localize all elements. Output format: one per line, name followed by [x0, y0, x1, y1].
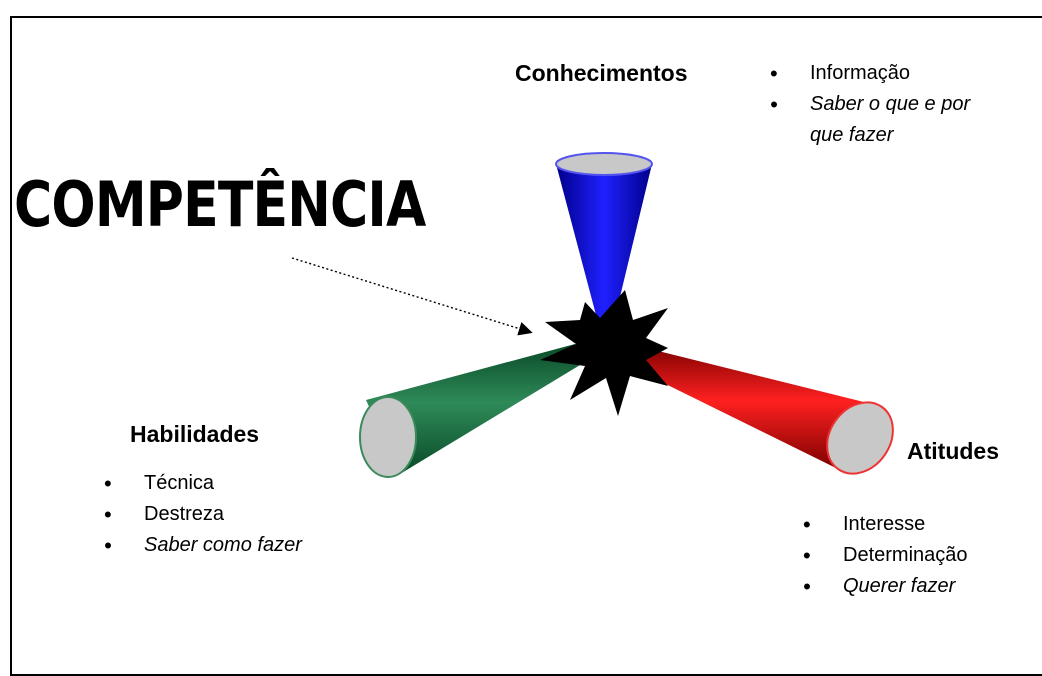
knowledge-heading: Conhecimentos — [515, 60, 688, 86]
starburst-icon — [540, 290, 668, 416]
list-item: Interesse — [803, 509, 968, 540]
attitudes-list: Interesse Determinação Querer fazer — [803, 509, 968, 602]
knowledge-list: Informação Saber o que e por que fazer — [770, 58, 970, 151]
attitudes-cone — [625, 344, 894, 475]
competence-title: COMPETÊNCIA — [14, 168, 426, 241]
competence-diagram — [291, 152, 894, 478]
knowledge-cone — [555, 152, 653, 330]
list-item: Técnica — [104, 468, 302, 499]
list-item: Querer fazer — [803, 571, 968, 602]
skills-list: Técnica Destreza Saber como fazer — [104, 468, 302, 561]
skills-cone — [359, 344, 585, 478]
list-item-text: que fazer — [810, 124, 894, 146]
dotted-arrow-icon — [291, 257, 533, 336]
list-item: Informação — [770, 58, 970, 89]
list-item: Destreza — [104, 499, 302, 530]
list-item-continuation: que fazer — [770, 120, 970, 151]
attitudes-heading: Atitudes — [907, 438, 999, 464]
list-item: Saber o que e por — [770, 89, 970, 120]
list-item: Determinação — [803, 540, 968, 571]
list-item: Saber como fazer — [104, 530, 302, 561]
skills-heading: Habilidades — [130, 421, 260, 447]
